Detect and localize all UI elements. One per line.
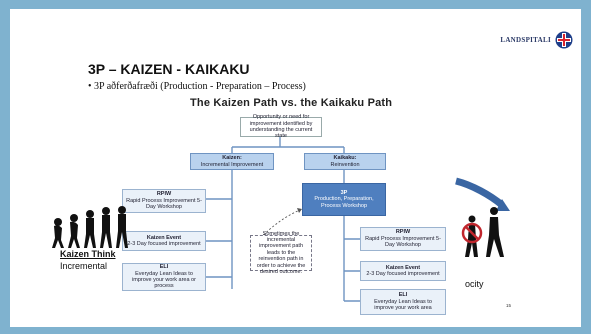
slide-bullet: • 3P aðferðafræði (Production - Preparat… — [88, 81, 306, 92]
opportunity-text: Opportunity or need for improvement iden… — [249, 114, 313, 140]
kaizen-event-box-2: Kaizen Event 2-3 Day focused improvement — [360, 261, 446, 281]
no-entry-icon — [461, 222, 483, 244]
evolution-silhouettes-image — [52, 206, 128, 248]
left-caption: Incremental — [60, 261, 108, 271]
landspitali-logo: LANDSPITALI — [500, 31, 573, 49]
kaikaku-title: Kaikaku: — [333, 155, 357, 162]
note-text: Sometimes the incremental improvement pa… — [256, 230, 306, 276]
opportunity-box: Opportunity or need for improvement iden… — [240, 114, 322, 140]
bullet-text: 3P aðferðafræði (Production - Preparatio… — [94, 81, 306, 92]
diagram-connectors — [206, 137, 360, 302]
kaizen-box: Kaizen: Incremental Improvement — [190, 153, 274, 170]
rpiw-box-2: RPIW Rapid Process Improvement 5-Day Wor… — [360, 227, 446, 251]
rpiw-box: RPIW Rapid Process Improvement 5-Day Wor… — [122, 189, 206, 213]
kaizen-title: Kaizen: — [222, 155, 242, 162]
threep-box: 3P Production, Preparation, Process Work… — [302, 183, 386, 216]
right-caption: ocity — [465, 279, 484, 289]
left-caption-bold: Kaizen Think — [60, 249, 116, 259]
rpiw-title: RPIW — [156, 191, 172, 198]
eli-subtitle: Everyday Lean Ideas to improve your work… — [132, 270, 196, 290]
rpiw-subtitle-2: Rapid Process Improvement 5-Day Workshop — [365, 235, 441, 249]
slide-title: 3P – KAIZEN - KAIKAKU — [88, 61, 250, 77]
kaizen-event-subtitle-2: 2-3 Day focused improvement — [366, 271, 440, 277]
threep-subtitle: Production, Preparation, Process Worksho… — [314, 196, 374, 209]
cross-emblem-icon — [555, 31, 573, 49]
eli-subtitle-2: Everyday Lean Ideas to improve your work… — [374, 298, 432, 312]
eli-box: ELI Everyday Lean Ideas to improve your … — [122, 263, 206, 291]
walking-figure-image — [455, 177, 510, 257]
eli-title: ELI — [159, 264, 169, 271]
kaizen-event-box: Kaizen Event 2-3 Day focused improvement — [122, 231, 206, 251]
threep-title: 3P — [340, 189, 348, 196]
eli-box-2: ELI Everyday Lean Ideas to improve your … — [360, 289, 446, 315]
kaikaku-subtitle: Reinvention — [330, 161, 360, 168]
kaizen-event-title-2: Kaizen Event — [385, 264, 421, 271]
kaizen-event-title: Kaizen Event — [146, 234, 182, 241]
note-box: Sometimes the incremental improvement pa… — [250, 231, 312, 275]
eli-title-2: ELI — [398, 292, 408, 299]
rpiw-subtitle: Rapid Process Improvement 5-Day Workshop — [126, 197, 202, 211]
page-number: 15 — [506, 303, 512, 308]
kaikaku-box: Kaikaku: Reinvention — [304, 153, 386, 170]
logo-text: LANDSPITALI — [500, 36, 551, 44]
slide: LANDSPITALI 3P – KAIZEN - KAIKAKU • 3P a… — [10, 9, 581, 327]
kaizen-event-subtitle: 2-3 Day focused improvement — [127, 241, 201, 247]
diagram-title: The Kaizen Path vs. the Kaikaku Path — [190, 97, 393, 109]
rpiw-title-2: RPIW — [395, 229, 411, 236]
kaizen-subtitle: Incremental Improvement — [200, 161, 264, 168]
